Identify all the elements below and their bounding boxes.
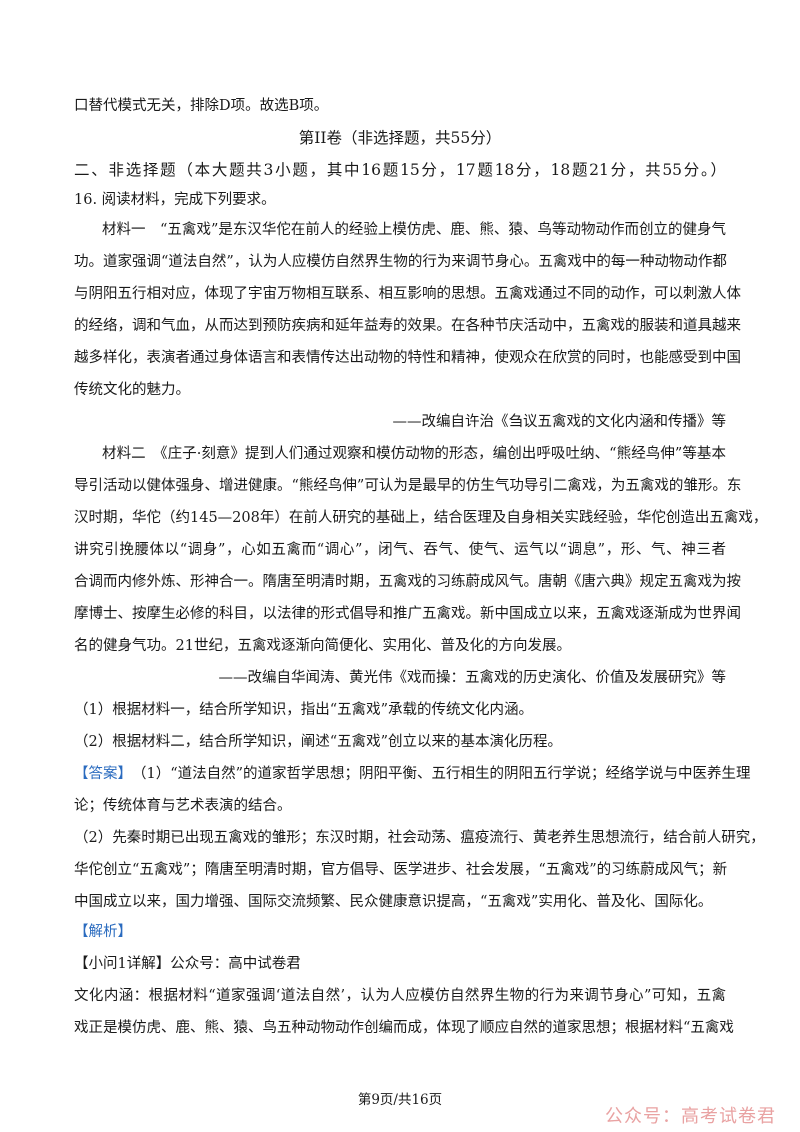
sub-question-detail-heading: 【小问1详解】公众号：高中试卷君: [74, 956, 301, 972]
material-line: 名的健身气功。21世纪，五禽戏逐渐向简便化、实用化、普及化的方向发展。: [74, 638, 571, 654]
analysis-tag: 【解析】: [74, 924, 132, 940]
analysis-line: 戏正是模仿虎、鹿、熊、猿、鸟五种动物动作创编而成，体现了顺应自然的道家思想；根据…: [74, 1020, 734, 1036]
analysis-line: 文化内涵：根据材料“道家强调‘道法自然’，认为人应模仿自然界生物的行为来调节身心…: [74, 988, 726, 1004]
material-line: 与阴阳五行相对应，体现了宇宙万物相互联系、相互影响的思想。五禽戏通过不同的动作，…: [74, 286, 741, 302]
watermark: 公众号：高考试卷君: [605, 1106, 776, 1127]
source-citation: ——改编自许治《刍议五禽戏的文化内涵和传播》等: [392, 414, 727, 430]
answer-line: 华佗创立“五禽戏”；隋唐至明清时期，官方倡导、医学进步、社会发展，“五禽戏”的习…: [74, 862, 728, 878]
text-line: 口替代模式无关，排除D项。故选B项。: [74, 98, 329, 114]
answer-line: 【答案】（1）“道法自然”的道家哲学思想；阴阳平衡、五行相生的阴阳五行学说；经络…: [74, 764, 751, 784]
section-heading: 第II卷（非选择题，共55分）: [298, 129, 502, 147]
material-line: 讲究引挽腰体以“调身”，心如五禽而“调心”，闭气、吞气、使气、运气以“调息”，形…: [74, 542, 726, 558]
material-line: 的经络，调和气血，从而达到预防疾病和延年益寿的效果。在各种节庆活动中，五禽戏的服…: [74, 318, 741, 334]
answer-line: （2）先秦时期已出现五禽戏的雏形；东汉时期，社会动荡、瘟疫流行、黄老养生思想流行…: [74, 830, 765, 846]
material-line: 汉时期，华佗（约145—208年）在前人研究的基础上，结合医理及自身相关实践经验…: [74, 510, 768, 526]
material-line: 摩博士、按摩生必修的科目，以法律的形式倡导和推广五禽戏。新中国成立以来，五禽戏逐…: [74, 606, 741, 622]
material-line: 合调而内修外炼、形神合一。隋唐至明清时期，五禽戏的习练蔚成风气。唐朝《唐六典》规…: [74, 574, 741, 590]
sub-question: （1）根据材料一，结合所学知识，指出“五禽戏”承载的传统文化内涵。: [74, 702, 534, 718]
answer-tag: 【答案】: [74, 766, 132, 782]
question-group-title: 二、非选择题（本大题共3小题，其中16题15分，17题18分，18题21分，共5…: [74, 161, 726, 179]
material-line: 材料二 《庄子·刻意》提到人们通过观察和模仿动物的形态，编创出呼吸吐纳、“熊经鸟…: [102, 446, 726, 462]
material-line: 导引活动以健体强身、增进健康。“熊经鸟伸”可认为是最早的仿生气功导引二禽戏，为五…: [74, 478, 742, 494]
answer-text: （1）“道法自然”的道家哲学思想；阴阳平衡、五行相生的阴阳五行学说；经络学说与中…: [132, 766, 751, 782]
page-footer: 第9页/共16页: [357, 1092, 443, 1108]
source-citation: ——改编自华闻涛、黄光伟《戏而操：五禽戏的历史演化、价值及发展研究》等: [218, 670, 727, 686]
material-line: 越多样化，表演者通过身体语言和表情传达出动物的特性和精神，使观众在欣赏的同时，也…: [74, 350, 741, 366]
material-line: 传统文化的魅力。: [74, 382, 190, 398]
answer-line: 论；传统体育与艺术表演的结合。: [74, 798, 292, 814]
answer-line: 中国成立以来，国力增强、国际交流频繁、民众健康意识提高，“五禽戏”实用化、普及化…: [74, 894, 713, 910]
sub-question: （2）根据材料二，结合所学知识，阐述“五禽戏”创立以来的基本演化历程。: [74, 734, 563, 750]
question-stem: 16. 阅读材料，完成下列要求。: [74, 192, 276, 208]
material-line: 功。道家强调“道法自然”，认为人应模仿自然界生物的行为来调节身心。五禽戏中的每一…: [74, 254, 727, 270]
material-line: 材料一 “五禽戏”是东汉华佗在前人的经验上模仿虎、鹿、熊、猿、鸟等动物动作而创立…: [102, 222, 726, 238]
